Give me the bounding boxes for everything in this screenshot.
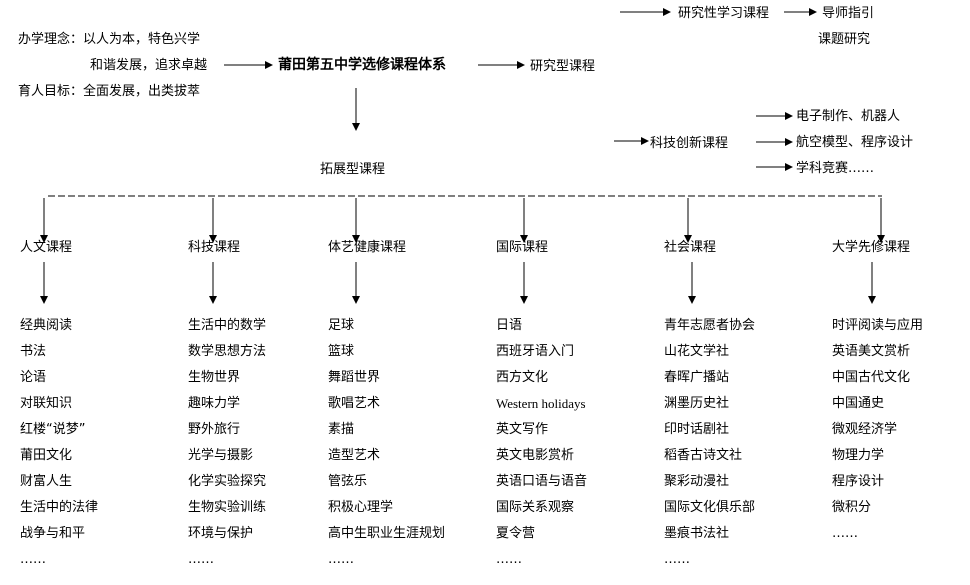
list-item: 山花文学社 [664, 344, 730, 359]
course-list-university-prep: 时评阅读与应用 英语美文赏析 中国古代文化 中国通史 微观经济学 物理力学 程序… [832, 318, 923, 552]
list-item: Western holidays [496, 396, 586, 411]
list-item: 对联知识 [20, 396, 73, 411]
list-item: 印时话剧社 [664, 422, 730, 437]
list-item: 财富人生 [20, 474, 73, 489]
list-item: 墨痕书法社 [664, 526, 730, 541]
list-item: 趣味力学 [188, 396, 241, 411]
list-item: 篮球 [328, 344, 355, 359]
list-item: 程序设计 [832, 474, 885, 489]
list-item: 夏令营 [496, 526, 536, 541]
list-item: 春晖广播站 [664, 370, 730, 385]
list-item: 稻香古诗文社 [664, 448, 743, 463]
list-item: 高中生职业生涯规划 [328, 526, 446, 541]
list-item: 野外旅行 [188, 422, 241, 437]
list-item: 国际文化俱乐部 [664, 500, 756, 515]
list-item: …… [188, 552, 214, 567]
course-list-science-tech: 生活中的数学 数学思想方法 生物世界 趣味力学 野外旅行 光学与摄影 化学实验探… [188, 318, 266, 578]
list-item: 物理力学 [832, 448, 885, 463]
category-science-tech: 科技课程 [188, 240, 241, 255]
list-item: 聚彩动漫社 [664, 474, 730, 489]
list-item: 西方文化 [496, 370, 549, 385]
list-item: 英语口语与语音 [496, 474, 588, 489]
list-item: 西班牙语入门 [496, 344, 575, 359]
list-item: …… [328, 552, 354, 567]
list-item: 英语美文赏析 [832, 344, 911, 359]
list-item: 足球 [328, 318, 355, 333]
category-arts-health: 体艺健康课程 [328, 240, 407, 255]
philosophy-line-2: 和谐发展，追求卓越 [90, 58, 208, 73]
list-item: …… [20, 552, 46, 567]
list-item: 造型艺术 [328, 448, 381, 463]
list-item: 微观经济学 [832, 422, 898, 437]
list-item: 论语 [20, 370, 47, 385]
course-list-humanities: 经典阅读 书法 论语 对联知识 红楼“说梦” 莆田文化 财富人生 生活中的法律 … [20, 318, 98, 578]
list-item: 歌唱艺术 [328, 396, 381, 411]
list-item: 英文写作 [496, 422, 549, 437]
list-item: 国际关系观察 [496, 500, 575, 515]
topic-research-label: 课题研究 [818, 32, 871, 47]
education-goal: 育人目标：全面发展，出类拔萃 [18, 84, 201, 99]
list-item: 管弦乐 [328, 474, 368, 489]
category-humanities: 人文课程 [20, 240, 73, 255]
research-study-label: 研究性学习课程 [678, 6, 770, 21]
list-item: 生物世界 [188, 370, 241, 385]
system-title: 莆田第五中学选修课程体系 [278, 57, 446, 73]
list-item: 生活中的数学 [188, 318, 267, 333]
list-item: …… [832, 526, 858, 541]
list-item: 书法 [20, 344, 47, 359]
list-item: 时评阅读与应用 [832, 318, 924, 333]
list-item: …… [496, 552, 522, 567]
list-item: 数学思想方法 [188, 344, 267, 359]
mentor-guidance-label: 导师指引 [822, 6, 875, 21]
category-social: 社会课程 [664, 240, 717, 255]
list-item: 英文电影赏析 [496, 448, 575, 463]
course-list-international: 日语 西班牙语入门 西方文化 Western holidays 英文写作 英文电… [496, 318, 587, 578]
list-item: 环境与保护 [188, 526, 254, 541]
tech-innovation-label: 科技创新课程 [650, 136, 729, 151]
philosophy-line-1: 办学理念：以人为本，特色兴学 [18, 32, 201, 47]
tech-item: 航空模型、程序设计 [796, 135, 914, 150]
category-university-prep: 大学先修课程 [832, 240, 911, 255]
list-item: 生活中的法律 [20, 500, 99, 515]
list-item: 青年志愿者协会 [664, 318, 756, 333]
list-item: 渊墨历史社 [664, 396, 730, 411]
list-item: 中国古代文化 [832, 370, 911, 385]
course-list-social: 青年志愿者协会 山花文学社 春晖广播站 渊墨历史社 印时话剧社 稻香古诗文社 聚… [664, 318, 755, 578]
list-item: 中国通史 [832, 396, 885, 411]
list-item: 素描 [328, 422, 355, 437]
list-item: 莆田文化 [20, 448, 73, 463]
tech-item: 电子制作、机器人 [796, 109, 901, 124]
research-course-label: 研究型课程 [530, 59, 596, 74]
list-item: 经典阅读 [20, 318, 73, 333]
list-item: 光学与摄影 [188, 448, 254, 463]
list-item: 生物实验训练 [188, 500, 267, 515]
list-item: 舞蹈世界 [328, 370, 381, 385]
extension-course-label: 拓展型课程 [320, 162, 386, 177]
tech-item: 学科竞赛…… [796, 161, 875, 176]
list-item: 日语 [496, 318, 523, 333]
list-item: 积极心理学 [328, 500, 394, 515]
list-item: …… [664, 552, 690, 567]
category-international: 国际课程 [496, 240, 549, 255]
list-item: 化学实验探究 [188, 474, 267, 489]
list-item: 微积分 [832, 500, 872, 515]
course-list-arts-health: 足球 篮球 舞蹈世界 歌唱艺术 素描 造型艺术 管弦乐 积极心理学 高中生职业生… [328, 318, 445, 578]
list-item: 红楼“说梦” [20, 422, 86, 437]
list-item: 战争与和平 [20, 526, 86, 541]
